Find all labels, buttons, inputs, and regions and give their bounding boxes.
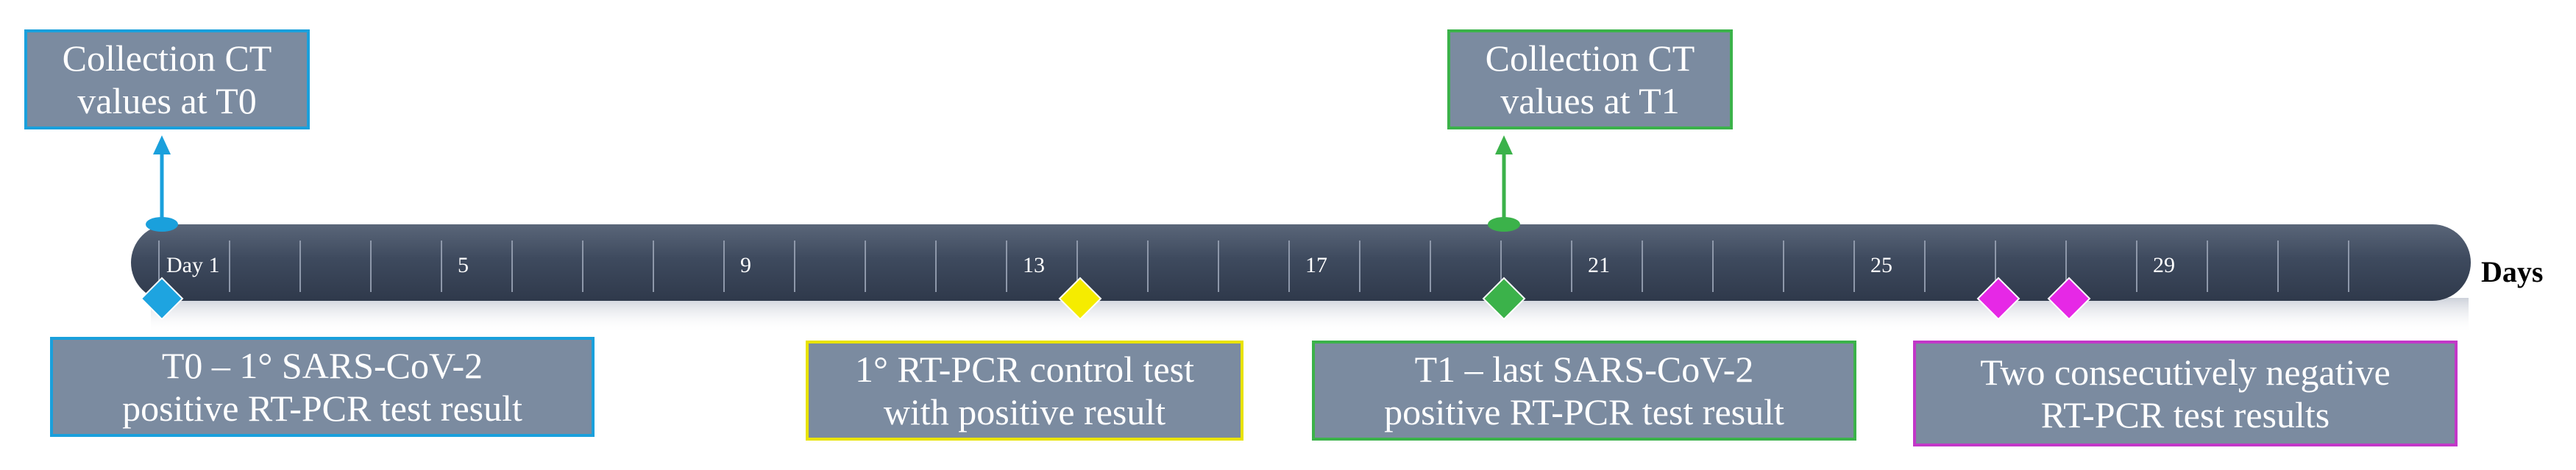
tick-label: 17	[1305, 253, 1327, 277]
control-test-line2: with positive result	[883, 391, 1166, 432]
event-markers	[140, 277, 2091, 321]
negative-tests-line1: Two consecutively negative	[1980, 352, 2391, 393]
tick-label: 21	[1588, 253, 1610, 277]
negative-tests-box: Two consecutively negative RT-PCR test r…	[1913, 341, 2458, 446]
ct-collection-t0-line1: Collection CT	[62, 38, 272, 79]
tick-label: Day 1	[166, 253, 219, 277]
control-test-line1: 1° RT-PCR control test	[854, 349, 1194, 390]
tick-label: 25	[1870, 253, 1892, 277]
timeline-shadow	[151, 298, 2469, 333]
tick-label: 5	[458, 253, 469, 277]
ct-collection-t0-box: Collection CT values at T0	[24, 29, 310, 129]
ct-collection-t0-line2: values at T0	[77, 80, 257, 121]
ct-collection-arrows	[146, 135, 1520, 232]
days-axis-label: Days	[2481, 255, 2544, 288]
tick-label: 9	[740, 253, 751, 277]
t0-test-marker	[140, 277, 184, 321]
control-test-box: 1° RT-PCR control test with positive res…	[806, 341, 1243, 441]
t1-test-marker	[1482, 277, 1526, 321]
ct-collection-t1-line1: Collection CT	[1485, 38, 1695, 79]
t0-positive-test-box: T0 – 1° SARS-CoV-2 positive RT-PCR test …	[50, 337, 595, 437]
negative-test-2-marker	[2047, 277, 2091, 321]
negative-tests-line2: RT-PCR test results	[2040, 394, 2330, 435]
t1-positive-test-line2: positive RT-PCR test result	[1384, 391, 1784, 432]
tick-label: 29	[2153, 253, 2175, 277]
control-test-marker	[1058, 277, 1102, 321]
t0-positive-test-line1: T0 – 1° SARS-CoV-2	[161, 345, 483, 386]
ct-t1-arrow	[1488, 135, 1520, 232]
t1-positive-test-line1: T1 – last SARS-CoV-2	[1414, 349, 1754, 390]
negative-test-1-marker	[1976, 277, 2020, 321]
timeline-ticks	[158, 241, 2349, 292]
tick-label: 13	[1023, 253, 1045, 277]
timeline-tick-labels: Day 1 5 9 13 17 21 25 29	[166, 253, 2175, 277]
t1-positive-test-box: T1 – last SARS-CoV-2 positive RT-PCR tes…	[1312, 341, 1856, 441]
timeline-bar	[131, 224, 2471, 301]
ct-t0-arrow	[146, 135, 178, 232]
t0-positive-test-line2: positive RT-PCR test result	[122, 388, 522, 429]
ct-collection-t1-line2: values at T1	[1500, 80, 1680, 121]
ct-collection-t1-box: Collection CT values at T1	[1447, 29, 1733, 129]
